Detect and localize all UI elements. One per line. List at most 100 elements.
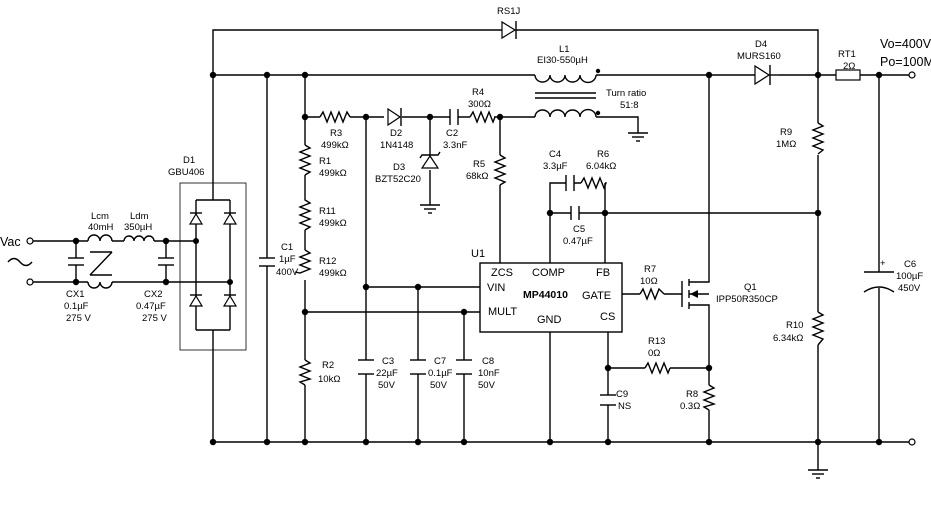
resistor-r5 <box>493 154 507 186</box>
d4-value: MURS160 <box>737 51 781 62</box>
r7-value: 10Ω <box>640 276 658 287</box>
bridge-d1: D1 GBU406 <box>168 155 247 351</box>
ground-main <box>808 469 828 479</box>
pin-mult: MULT <box>488 306 517 318</box>
cx2-rating: 275 V <box>142 313 167 324</box>
cx1-name: CX1 <box>66 289 84 300</box>
r5-name: R5 <box>473 159 485 170</box>
r11-value: 499kΩ <box>319 218 347 229</box>
l1-turn-ratio-value: 51:8 <box>620 100 639 111</box>
resistor-r7 <box>639 287 665 301</box>
d2-value: 1N4148 <box>380 140 413 151</box>
rt1-value: 2Ω <box>843 61 855 72</box>
cx2-name: CX2 <box>144 289 162 300</box>
l1-turn-ratio-label: Turn ratio <box>606 88 646 99</box>
r2-value: 10kΩ <box>318 374 340 385</box>
r7-name: R7 <box>644 264 656 275</box>
po-label: Po=100M <box>880 55 931 69</box>
r3-value: 499kΩ <box>321 140 349 151</box>
r2-name: R2 <box>322 360 334 371</box>
r10-value: 6.34kΩ <box>773 333 803 344</box>
d3-name: D3 <box>393 162 405 173</box>
resistor-r2 <box>298 359 313 386</box>
c5-name: C5 <box>573 224 585 235</box>
c6-value: 100µF <box>896 271 923 282</box>
c7-name: C7 <box>434 356 446 367</box>
d1-value: GBU406 <box>168 167 204 178</box>
aux-supply <box>387 107 459 214</box>
pin-fb: FB <box>596 267 610 279</box>
r9-value: 1MΩ <box>776 139 796 150</box>
d4-name: D4 <box>755 39 767 50</box>
pin-zcs: ZCS <box>491 267 513 279</box>
ldm-name: Ldm <box>130 211 149 222</box>
c4-name: C4 <box>549 149 561 160</box>
c4-value: 3.3µF <box>543 161 568 172</box>
pin-vin: VIN <box>487 282 505 294</box>
thermistor-rt1: RT1 2Ω <box>835 49 861 81</box>
c1-name: C1 <box>281 242 293 253</box>
resistors <box>294 110 825 411</box>
c2-name: C2 <box>446 128 458 139</box>
r13-value: 0Ω <box>648 348 660 359</box>
r6-name: R6 <box>597 149 609 160</box>
c9-name: C9 <box>616 389 628 400</box>
cx1-value: 0.1µF <box>64 301 89 312</box>
comp-caps <box>565 175 580 220</box>
r5-value: 68kΩ <box>466 171 488 182</box>
r12-name: R12 <box>319 256 336 267</box>
d3-value: BZT52C20 <box>375 174 421 185</box>
pin-gate: GATE <box>582 290 611 302</box>
r8-value: 0.3Ω <box>680 401 700 412</box>
c8-value: 10nF <box>478 368 500 379</box>
c3-rating: 50V <box>378 380 396 391</box>
r11-name: R11 <box>319 206 336 217</box>
c7-rating: 50V <box>430 380 448 391</box>
resistor-r10 <box>811 311 825 346</box>
resistor-r12 <box>294 249 312 274</box>
u1-name: U1 <box>471 248 485 260</box>
c3-value: 22µF <box>376 368 398 379</box>
emi-filter: Lcm 40mH Ldm 350µH CX1 0.1µF 275 V CX2 0… <box>64 211 174 324</box>
r1-value: 499kΩ <box>319 168 347 179</box>
c6-rating: 450V <box>898 283 921 294</box>
diode-rs1j: RS1J <box>497 6 520 40</box>
resistor-r1 <box>298 144 312 176</box>
c6-name: C6 <box>904 259 916 270</box>
svg-text:+: + <box>880 258 886 269</box>
q1-value: IPP50R350CP <box>716 294 778 305</box>
resistor-r8 <box>702 384 717 411</box>
lcm-value: 40mH <box>88 222 113 233</box>
r8-name: R8 <box>686 389 698 400</box>
c9-value: NS <box>618 401 631 412</box>
r13-name: R13 <box>648 336 665 347</box>
ic-u1 <box>479 262 623 333</box>
cx2-value: 0.47µF <box>136 301 166 312</box>
bottom-caps <box>358 359 616 406</box>
c1-rating: 400V <box>276 267 299 278</box>
terminals <box>26 71 916 446</box>
rs1j-label: RS1J <box>497 6 520 17</box>
pin-comp: COMP <box>532 267 565 279</box>
r10-name: R10 <box>786 320 803 331</box>
resistor-r3 <box>319 110 351 124</box>
d1-name: D1 <box>183 155 195 166</box>
r1-name: R1 <box>319 156 331 167</box>
c3-name: C3 <box>382 356 394 367</box>
resistor-r11 <box>298 175 312 231</box>
r3-name: R3 <box>330 128 342 139</box>
c7-value: 0.1µF <box>428 368 453 379</box>
r9-name: R9 <box>780 127 792 138</box>
diode-d4: D4 MURS160 <box>737 39 781 86</box>
pin-gnd: GND <box>537 314 562 326</box>
c8-name: C8 <box>482 356 494 367</box>
c2-value: 3.3nF <box>443 140 467 151</box>
lcm-name: Lcm <box>91 211 109 222</box>
resistor-r4 <box>469 110 496 124</box>
r12-value: 499kΩ <box>319 268 347 279</box>
resistor-r13 <box>644 361 671 375</box>
vac-label: Vac <box>0 235 21 249</box>
rt1-name: RT1 <box>838 49 856 60</box>
c5-value: 0.47µF <box>563 236 593 247</box>
